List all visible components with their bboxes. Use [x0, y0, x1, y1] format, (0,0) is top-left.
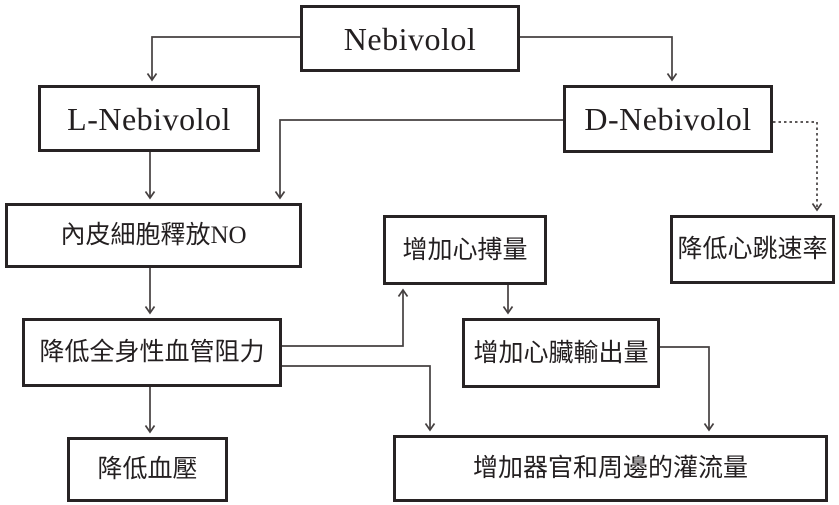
edge-nebivolol-to-l-nebivolol — [146, 36, 300, 82]
edge-svr-to-stroke-volume — [282, 288, 409, 347]
node-increase-organ-peripheral-perfusion: 增加器官和周邊的灌流量 — [393, 435, 828, 502]
node-d-nebivolol: D-Nebivolol — [563, 85, 773, 153]
node-increase-cardiac-output: 增加心臟輸出量 — [462, 318, 660, 388]
edge-d-nebivolol-to-no-release — [274, 119, 563, 200]
edge-nebivolol-to-d-nebivolol — [520, 36, 678, 82]
node-decrease-systemic-vascular-resistance: 降低全身性血管阻力 — [22, 318, 282, 387]
node-endothelial-no-release: 內皮細胞釋放NO — [5, 203, 302, 268]
node-nebivolol: Nebivolol — [300, 5, 520, 72]
node-decrease-heart-rate: 降低心跳速率 — [670, 215, 835, 284]
node-increase-stroke-volume: 增加心搏量 — [383, 215, 547, 285]
node-lower-blood-pressure: 降低血壓 — [67, 437, 228, 502]
edge-d-nebivolol-to-heart-rate — [773, 121, 823, 212]
node-l-nebivolol: L-Nebivolol — [38, 85, 260, 152]
edge-cardiac-output-to-perfusion — [660, 346, 715, 432]
edge-svr-to-perfusion — [282, 365, 436, 432]
